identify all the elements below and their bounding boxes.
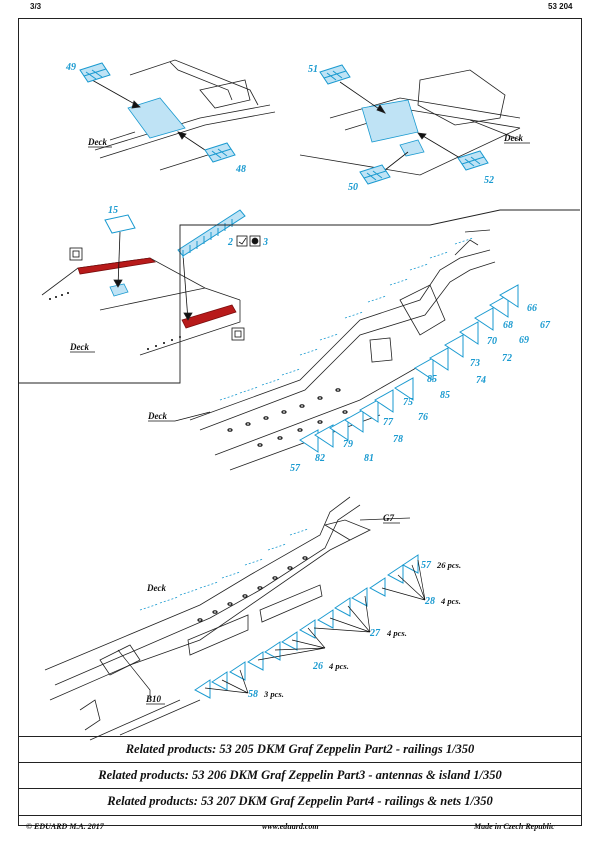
part-label-70: 70 (487, 336, 497, 347)
quantity-57: 26 pcs. (436, 560, 461, 570)
part-label-81: 81 (364, 453, 374, 464)
deck-label-1: Deck (87, 137, 107, 147)
etch-part-49 (79, 62, 111, 83)
part-label-2: 2 (227, 237, 233, 248)
part-label-49: 49 (65, 62, 76, 73)
etch-part-48 (204, 142, 236, 163)
part-label-77: 77 (383, 417, 394, 428)
part-label-57b: 57 (421, 560, 432, 571)
part-label-79: 79 (343, 439, 353, 450)
etch-part-50 (359, 164, 391, 185)
part-label-68: 68 (503, 320, 513, 331)
step-panel-railings-bottom (44, 496, 411, 741)
deck-label-5: Deck (146, 583, 166, 593)
railing-guide-lines (219, 237, 474, 401)
railing-parts-row-2 (194, 554, 419, 699)
component-label-g7: G7 (383, 513, 394, 523)
part-label-50: 50 (348, 182, 358, 193)
deck-label-4: Deck (147, 411, 167, 421)
part-label-73: 73 (470, 358, 480, 369)
deck-label-3: Deck (69, 342, 89, 352)
page-frame (18, 18, 582, 826)
part-label-57a: 57 (290, 463, 301, 474)
part-label-78: 78 (393, 434, 403, 445)
related-product-1: Related products: 53 205 DKM Graf Zeppel… (18, 736, 582, 761)
part-label-66: 66 (527, 303, 537, 314)
quantity-58: 3 pcs. (263, 689, 284, 699)
etch-part-52 (457, 150, 489, 171)
part-label-76: 76 (418, 412, 428, 423)
related-product-2: Related products: 53 206 DKM Graf Zeppel… (18, 762, 582, 787)
part-label-27: 27 (369, 628, 381, 639)
step-panel-15-2-3 (41, 214, 261, 356)
component-label-b10: B10 (145, 694, 162, 704)
part-label-3: 3 (262, 237, 268, 248)
part-label-75: 75 (403, 397, 413, 408)
part-label-82: 82 (315, 453, 325, 464)
part-label-52: 52 (484, 175, 494, 186)
step-panel-51-50-52 (299, 69, 521, 176)
part-label-85a: 85 (427, 374, 437, 385)
part-label-26: 26 (312, 661, 323, 672)
part-label-51: 51 (308, 64, 318, 75)
etch-part-2-3 (177, 209, 246, 258)
part-label-85b: 85 (440, 390, 450, 401)
step-panel-49-48 (91, 59, 276, 171)
related-product-3: Related products: 53 207 DKM Graf Zeppel… (18, 788, 582, 813)
part-label-28: 28 (424, 596, 435, 607)
part-label-74: 74 (476, 375, 486, 386)
quantity-28: 4 pcs. (440, 596, 461, 606)
deck-label-2: Deck (503, 133, 523, 143)
part-label-15: 15 (108, 205, 118, 216)
footer-divider (18, 815, 582, 816)
footer-website: www.eduard.com (262, 822, 319, 831)
railing-guide-lines-bottom (139, 528, 309, 611)
page-number: 3/3 (30, 2, 42, 11)
product-code: 53 204 (548, 2, 573, 11)
footer-copyright: © EDUARD M.A. 2017 (26, 822, 104, 831)
part-label-67: 67 (540, 320, 551, 331)
quantity-27: 4 pcs. (386, 628, 407, 638)
footer-made-in: Made in Czech Republic (474, 822, 555, 831)
part-label-58: 58 (248, 689, 258, 700)
etch-part-51 (319, 64, 351, 85)
railing-parts-row-1 (299, 284, 519, 453)
quantity-26: 4 pcs. (328, 661, 349, 671)
part-label-48: 48 (235, 164, 246, 175)
callout-lines-bottom (117, 559, 426, 698)
part-label-72: 72 (502, 353, 512, 364)
part-label-69: 69 (519, 335, 529, 346)
